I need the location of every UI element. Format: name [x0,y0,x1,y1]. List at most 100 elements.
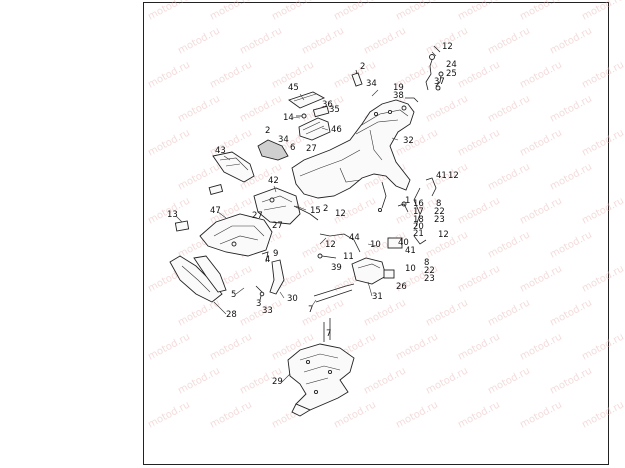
part-bracket-28 [169,255,227,303]
callout-label: 18 [413,215,424,225]
callout-label: 11 [343,252,354,262]
watermark-text: motod.ru [456,331,502,362]
callout-label: 26 [396,282,407,292]
callout-label: 19 [393,83,404,93]
watermark-text: motod.ru [176,93,222,124]
watermark-text: motod.ru [424,365,470,396]
watermark-text: motod.ru [208,0,254,23]
watermark-text: motod.ru [518,331,564,362]
watermark-text: motod.ru [548,365,594,396]
callout-label: 22 [434,207,445,217]
callout-label: 12 [442,42,453,52]
callout-label: 23 [424,274,435,284]
callout-label: 8 [424,258,429,268]
callout-label: 34 [278,135,289,145]
part-cylinder-small [208,184,224,196]
watermark-text: motod.ru [362,297,408,328]
part-mirror-stem [425,45,444,91]
watermark-text: motod.ru [332,399,378,430]
callout-label: 45 [288,83,299,93]
part-pad-45 [288,91,326,109]
watermark-text: motod.ru [456,0,502,23]
watermark-text: motod.ru [456,399,502,430]
callout-label: 17 [413,207,424,217]
watermark-text: motod.ru [518,195,564,226]
watermark-text: motod.ru [486,25,532,56]
callout-label: 21 [413,229,424,239]
part-connector-40 [387,237,403,249]
watermark-text: motod.ru [146,0,192,23]
callout-label: 2 [265,126,270,136]
callout-label: 1 [405,196,410,206]
watermark-text: motod.ru [580,127,625,158]
callout-label: 24 [446,60,457,70]
watermark-text: motod.ru [518,399,564,430]
watermark-text: motod.ru [300,25,346,56]
part-bracket-top [351,69,363,87]
part-cable-44 [317,233,361,259]
watermark-text: motod.ru [146,399,192,430]
part-cylinder-13 [174,220,190,232]
watermark-text: motod.ru [176,25,222,56]
watermark-text: motod.ru [580,195,625,226]
callout-label: 2 [323,204,328,214]
watermark-text: motod.ru [486,365,532,396]
watermark-text: motod.ru [362,365,408,396]
callout-label: 30 [287,294,298,304]
watermark-text: motod.ru [580,0,625,23]
callout-label: 43 [215,146,226,156]
callout-label: 10 [405,264,416,274]
callout-label: 8 [436,199,441,209]
watermark-text: motod.ru [176,365,222,396]
watermark-text: motod.ru [332,0,378,23]
watermark-text: motod.ru [486,229,532,260]
callout-label: 3 [256,299,261,309]
callout-label: 10 [370,240,381,250]
callout-label: 46 [331,125,342,135]
watermark-text: motod.ru [208,331,254,362]
part-bracket-34 [257,139,289,161]
watermark-text: motod.ru [394,331,440,362]
watermark-text: motod.ru [456,195,502,226]
watermark-text: motod.ru [424,93,470,124]
part-inner-panel-42 [253,187,301,225]
watermark-text: motod.ru [146,59,192,90]
watermark-text: motod.ru [394,0,440,23]
callout-label: 32 [403,136,414,146]
callout-label: 7 [308,305,313,315]
part-module-31 [351,257,395,285]
callout-label: 15 [310,206,321,216]
watermark-text: motod.ru [548,297,594,328]
watermark-text: motod.ru [518,0,564,23]
watermark-text: motod.ru [394,127,440,158]
callout-label: 12 [438,230,449,240]
part-clip-9 [261,251,269,263]
callout-label: 25 [446,69,457,79]
watermark-text: motod.ru [456,263,502,294]
watermark-text: motod.ru [208,399,254,430]
callout-label: 36 [322,100,333,110]
callout-label: 33 [262,306,273,316]
callout-label: 38 [393,91,404,101]
part-cluster-46 [296,105,331,141]
watermark-text: motod.ru [146,331,192,362]
callout-label: 41 [405,246,416,256]
parts-layer [169,45,444,417]
part-side-cover-43 [212,151,255,183]
callout-label: 47 [210,206,221,216]
callout-label: 12 [335,209,346,219]
part-bracket-30 [255,259,285,301]
callout-label: 39 [331,263,342,273]
callout-label: 20 [413,222,424,232]
watermark-text: motod.ru [146,127,192,158]
callout-label: 29 [272,377,283,387]
part-wire-right [413,187,421,227]
watermark-text: motod.ru [456,127,502,158]
part-link-15 [293,205,319,221]
watermark-text: motod.ru [518,263,564,294]
part-lower-cover-47 [199,213,273,257]
part-connector-19 [405,97,419,103]
callout-label: 22 [424,266,435,276]
part-fairing-frame-32 [291,99,415,199]
